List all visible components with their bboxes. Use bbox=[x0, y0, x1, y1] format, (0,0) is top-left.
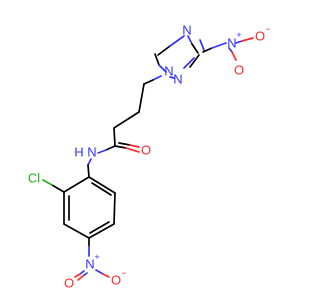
bond bbox=[138, 83, 145, 113]
atom-label-o: O bbox=[141, 143, 151, 158]
bond bbox=[118, 142, 131, 146]
bond bbox=[63, 176, 90, 193]
atom-label-n: N bbox=[227, 36, 236, 51]
atom-label-n: N bbox=[87, 145, 96, 160]
bond bbox=[113, 111, 140, 129]
bond bbox=[152, 75, 162, 81]
atom-label-n: N bbox=[164, 64, 173, 79]
bond bbox=[125, 147, 140, 153]
bond bbox=[189, 54, 200, 68]
bond bbox=[129, 144, 140, 148]
molecule-structure: N N N N + O O − O N H Cl N + O O − bbox=[28, 23, 271, 291]
atom-label-n: N bbox=[182, 23, 191, 38]
bond bbox=[88, 176, 116, 194]
bond bbox=[183, 57, 195, 69]
atom-label-h: H bbox=[74, 145, 83, 160]
bond bbox=[95, 269, 104, 275]
bond bbox=[97, 149, 107, 154]
atom-label-n: N bbox=[173, 72, 182, 87]
bond bbox=[114, 145, 127, 149]
bond bbox=[231, 51, 237, 61]
bond bbox=[143, 79, 154, 85]
bond bbox=[169, 35, 185, 47]
bond bbox=[91, 182, 112, 196]
bond bbox=[113, 127, 116, 147]
charge-minus: − bbox=[265, 24, 270, 34]
bond bbox=[187, 35, 193, 45]
bond bbox=[77, 275, 84, 281]
bond bbox=[105, 145, 116, 151]
bond bbox=[235, 40, 243, 44]
bond bbox=[113, 192, 116, 225]
bond bbox=[87, 164, 90, 178]
bond bbox=[199, 39, 205, 51]
bond bbox=[89, 221, 110, 234]
atom-label-o: O bbox=[64, 276, 74, 291]
bond bbox=[154, 53, 160, 66]
bond bbox=[51, 184, 65, 193]
atom-label-o: O bbox=[111, 273, 121, 288]
bond bbox=[157, 45, 171, 56]
charge-minus: − bbox=[121, 268, 126, 278]
bond bbox=[241, 37, 254, 42]
atom-label-o: O bbox=[234, 63, 244, 78]
bond bbox=[87, 158, 92, 166]
charge-plus: + bbox=[94, 252, 99, 262]
charge-plus: + bbox=[236, 30, 241, 40]
bond bbox=[102, 273, 110, 278]
bond bbox=[158, 64, 167, 73]
atom-label-n: N bbox=[85, 257, 94, 272]
bond bbox=[63, 223, 90, 239]
bond bbox=[202, 47, 213, 53]
bond bbox=[169, 76, 175, 79]
bond bbox=[211, 42, 227, 49]
atom-label-o: O bbox=[255, 29, 265, 44]
bond bbox=[42, 179, 53, 186]
bond bbox=[191, 43, 199, 54]
bond bbox=[74, 273, 81, 278]
atom-label-cl: Cl bbox=[28, 171, 40, 186]
bond bbox=[88, 223, 115, 239]
